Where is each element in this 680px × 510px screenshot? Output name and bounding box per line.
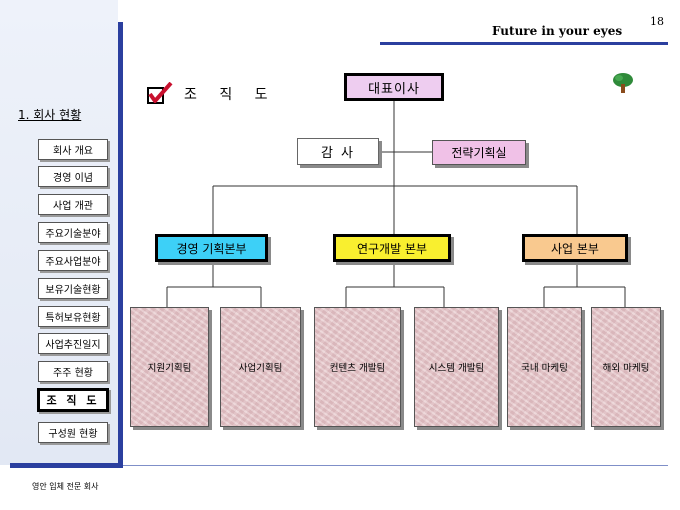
- nav-item-shareholders[interactable]: 주주 현황: [38, 361, 108, 382]
- bottom-rule: [10, 463, 123, 468]
- section-title: 1. 회사 현황: [18, 108, 82, 122]
- nav-item-members[interactable]: 구성원 현황: [38, 422, 108, 443]
- footer-company-tagline: 영안 입체 전문 회사: [32, 482, 99, 491]
- audit-box: 감 사: [297, 138, 379, 165]
- nav-item-company-overview[interactable]: 회사 개요: [38, 139, 108, 160]
- nav-item-business-overview[interactable]: 사업 개관: [38, 194, 108, 215]
- diagram-title: 조 직 도: [184, 87, 277, 103]
- team-content-development: 컨텐츠 개발팀: [314, 307, 401, 427]
- nav-item-patents[interactable]: 특허보유현황: [38, 306, 108, 327]
- team-domestic-marketing: 국내 마케팅: [507, 307, 582, 427]
- nav-item-org-chart[interactable]: 조 직 도: [37, 388, 109, 412]
- ceo-box: 대표이사: [344, 73, 444, 101]
- strategy-office-box: 전략기획실: [432, 140, 526, 165]
- checkbox-check-icon: [146, 81, 174, 110]
- nav-item-management-philosophy[interactable]: 경영 이념: [38, 166, 108, 187]
- page-number: 18: [650, 15, 664, 28]
- division-business: 사업 본부: [522, 234, 628, 262]
- nav-item-business-log[interactable]: 사업추진일지: [38, 333, 108, 354]
- sidebar-divider: [118, 22, 123, 468]
- team-support-planning: 지원기획팀: [130, 307, 209, 427]
- division-research-development: 연구개발 본부: [333, 234, 451, 262]
- tree-icon: [611, 72, 635, 98]
- bottom-thin-rule: [123, 465, 668, 466]
- team-business-planning: 사업기획팀: [220, 307, 301, 427]
- team-overseas-marketing: 해외 마케팅: [591, 307, 661, 427]
- division-management-planning: 경영 기획본부: [155, 234, 268, 262]
- header-title: Future in your eyes: [492, 24, 623, 38]
- nav-item-technology-holdings[interactable]: 보유기술현황: [38, 278, 108, 299]
- team-system-development: 시스템 개발팀: [414, 307, 499, 427]
- header-rule: [380, 42, 668, 45]
- nav-item-key-business[interactable]: 주요사업분야: [38, 250, 108, 271]
- nav-item-key-technology[interactable]: 주요기술분야: [38, 222, 108, 243]
